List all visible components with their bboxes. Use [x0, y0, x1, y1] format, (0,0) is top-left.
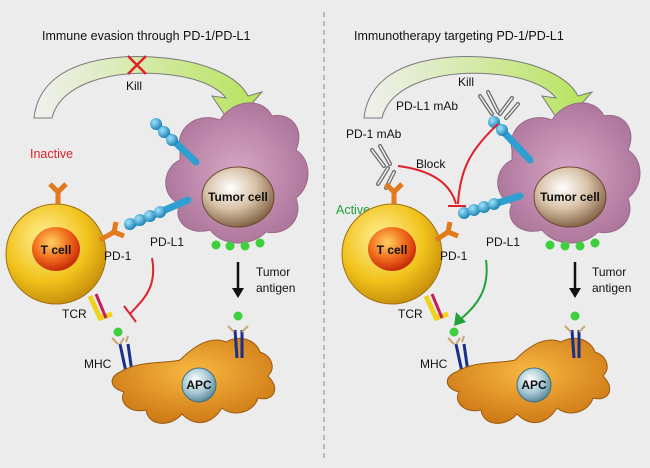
left-tumor-cell: Tumor cell — [165, 102, 309, 244]
left-t-cell-label: T cell — [41, 243, 72, 257]
left-tumor-cell-label: Tumor cell — [208, 190, 268, 204]
right-tumor-cell: Tumor cell — [497, 102, 641, 244]
left-tcell-top-receptor — [48, 182, 68, 204]
left-tumor-antigen-dots — [211, 238, 265, 251]
left-tcr-label: TCR — [62, 307, 87, 321]
right-pd1-mab-label: PD-1 mAb — [346, 127, 402, 141]
left-tcr-receptor — [87, 293, 113, 322]
left-kill-label: Kill — [126, 79, 142, 93]
left-pdl1-top-receptor — [150, 118, 200, 166]
left-apc-label: APC — [186, 378, 212, 392]
left-panel: Immune evasion through PD-1/PD-L1 Kill I… — [5, 29, 309, 424]
right-tumor-cell-label: Tumor cell — [540, 190, 600, 204]
left-status-inactive: Inactive — [30, 147, 73, 161]
right-t-cell-label: T cell — [377, 243, 408, 257]
right-pdl1-bound-receptor — [458, 192, 524, 219]
right-tcr-receptor — [423, 293, 449, 322]
right-panel-title: Immunotherapy targeting PD-1/PD-L1 — [354, 29, 564, 43]
right-apc-right-mhc — [564, 325, 586, 359]
left-kill-arrow — [33, 55, 264, 127]
right-block-label: Block — [416, 157, 446, 171]
right-mhc — [447, 335, 470, 373]
right-pd1-label: PD-1 — [440, 249, 468, 263]
right-tumor-antigen-line2: antigen — [592, 281, 631, 295]
left-tumor-antigen-line2: antigen — [256, 281, 295, 295]
left-pd1-label: PD-1 — [104, 249, 132, 263]
right-panel: Immunotherapy targeting PD-1/PD-L1 Kill … — [336, 29, 641, 424]
right-tcr-label: TCR — [398, 307, 423, 321]
left-mhc — [111, 335, 134, 373]
right-tcell-top-receptor — [384, 182, 404, 204]
left-panel-title: Immune evasion through PD-1/PD-L1 — [42, 29, 250, 43]
right-apc-label: APC — [521, 378, 547, 392]
right-pdl1-label: PD-L1 — [486, 235, 520, 249]
right-status-active: Active — [336, 203, 370, 217]
left-apc-cell: APC — [111, 337, 276, 424]
right-antigen-arrow — [569, 262, 581, 298]
right-t-cell: T cell — [341, 203, 443, 305]
right-kill-label: Kill — [458, 75, 474, 89]
right-pd1-receptor — [434, 221, 459, 243]
left-mhc-label: MHC — [84, 357, 112, 371]
right-antigen-dot-2 — [570, 311, 580, 321]
right-antigen-dot — [449, 327, 459, 337]
left-tumor-antigen-line1: Tumor — [256, 265, 290, 279]
right-apc-cell: APC — [446, 337, 611, 424]
right-tumor-antigen-dots — [545, 238, 600, 251]
right-kill-arrow — [363, 55, 594, 127]
right-mhc-label: MHC — [420, 357, 448, 371]
right-block-inhibition — [397, 123, 499, 207]
left-antigen-dot — [113, 327, 123, 337]
left-antigen-dot-2 — [233, 311, 243, 321]
left-inhibition-arrow — [123, 257, 155, 323]
pdl1-mab-antibody-icon — [478, 90, 520, 120]
left-t-cell: T cell — [5, 203, 107, 305]
pd1-mab-antibody-icon — [370, 144, 396, 190]
right-pdl1-top-receptor — [488, 116, 534, 164]
kill-blocked-x-icon — [127, 55, 147, 75]
right-pdl1-mab-label: PD-L1 mAb — [396, 99, 458, 113]
left-pdl1-label: PD-L1 — [150, 235, 184, 249]
left-pd1-receptor — [98, 221, 125, 243]
left-antigen-arrow — [232, 262, 244, 298]
left-apc-right-mhc — [227, 325, 249, 359]
right-tumor-antigen-line1: Tumor — [592, 265, 626, 279]
left-pdl1-bound-receptor — [124, 196, 192, 230]
right-activation-arrow — [454, 259, 488, 326]
